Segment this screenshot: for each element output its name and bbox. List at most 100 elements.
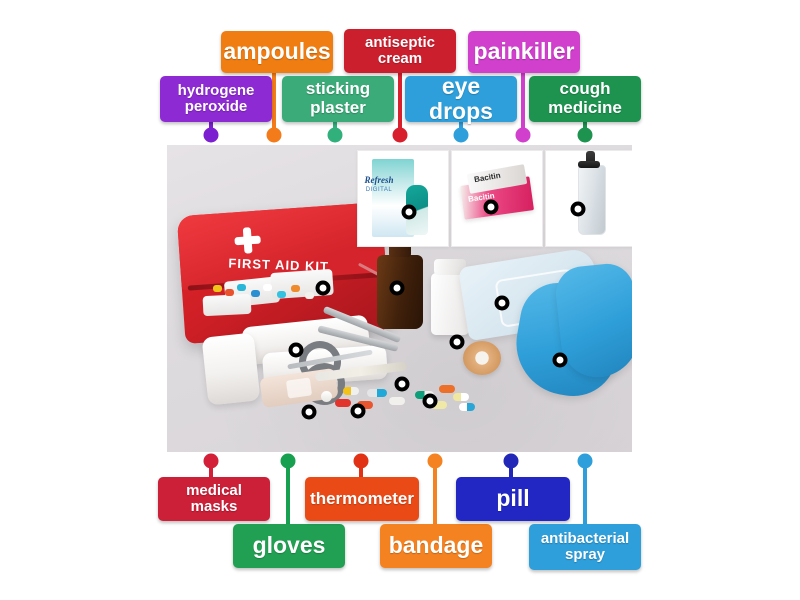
label-line2: plaster: [310, 98, 366, 117]
marker-ampoule[interactable]: [449, 334, 465, 350]
connector-dot-pill[interactable]: [503, 453, 519, 469]
eye-drops-thumbnail: Refresh DIGITAL: [357, 150, 449, 247]
marker-capsule[interactable]: [422, 393, 438, 409]
marker-pills-kit[interactable]: [315, 280, 331, 296]
capsule: [389, 397, 405, 405]
spray-nozzle: [578, 151, 600, 168]
connector-stem-pill: [509, 461, 513, 477]
label-ampoules[interactable]: ampoules: [221, 31, 333, 73]
label-painkiller[interactable]: painkiller: [468, 31, 580, 73]
eye-drops-brand: Refresh: [364, 175, 394, 185]
marker-tablet[interactable]: [350, 403, 366, 419]
connector-dot-hydrogene-peroxide[interactable]: [203, 127, 219, 143]
connector-dot-ampoules[interactable]: [266, 127, 282, 143]
eye-drops-bottle: [406, 185, 428, 235]
connector-dot-cough-medicine[interactable]: [577, 127, 593, 143]
pill-item: [225, 289, 234, 296]
pill-item: [251, 290, 260, 297]
connector-stem-medical-masks: [209, 461, 213, 477]
marker-glove[interactable]: [552, 352, 568, 368]
marker-mask[interactable]: [494, 295, 510, 311]
label-pill[interactable]: pill: [456, 477, 570, 521]
medical-cross-icon: [234, 227, 262, 255]
connector-stem-antiseptic-cream: [398, 73, 402, 135]
label-bandage[interactable]: bandage: [380, 524, 492, 568]
connector-dot-gloves[interactable]: [280, 453, 296, 469]
label-line1: medical: [186, 481, 242, 499]
antibacterial-spray-thumbnail: [545, 150, 632, 247]
marker-thermometer[interactable]: [394, 376, 410, 392]
label-line1: hydrogene: [177, 81, 255, 99]
connector-stem-painkiller: [521, 73, 525, 135]
connector-dot-eye-drops[interactable]: [453, 127, 469, 143]
label-line2: medicine: [548, 98, 622, 117]
pill-item: [291, 285, 300, 292]
marker-eye-drops[interactable]: [401, 204, 417, 220]
connector-dot-antiseptic-cream[interactable]: [392, 127, 408, 143]
marker-plaster[interactable]: [301, 404, 317, 420]
label-line1: antiseptic: [364, 33, 436, 51]
capsule: [357, 401, 373, 409]
label-line1: sticking: [305, 79, 371, 99]
label-text-bandage: bandage: [388, 532, 484, 559]
label-line2: cream: [377, 50, 423, 67]
pill-item: [237, 284, 246, 291]
label-eye-drops[interactable]: eye drops: [405, 72, 517, 124]
connector-stem-ampoules: [272, 73, 276, 135]
spray-bottle: [578, 165, 606, 235]
pill-item: [305, 292, 314, 299]
capsule: [459, 403, 475, 411]
capsule: [335, 399, 351, 407]
marker-antiseptic[interactable]: [483, 199, 499, 215]
label-thermometer[interactable]: thermometer: [305, 477, 419, 521]
label-text-gloves: gloves: [252, 532, 326, 559]
pill-item: [263, 284, 272, 291]
marker-spray[interactable]: [570, 201, 586, 217]
connector-dot-antibacterial-spray[interactable]: [577, 453, 593, 469]
tablet: [321, 391, 332, 402]
pill-item: [213, 285, 222, 292]
label-text-thermometer: thermometer: [310, 488, 414, 508]
blister-pack: [202, 293, 252, 317]
capsule: [343, 387, 359, 395]
label-line2: masks: [190, 498, 238, 515]
label-text-eye-drops: eye drops: [429, 72, 493, 124]
first-aid-kit-photo: FIRST AID KIT: [167, 145, 632, 452]
capsule: [439, 385, 455, 393]
antiseptic-cream-thumbnail: Bacitin Bacitin: [451, 150, 543, 247]
connector-dot-painkiller[interactable]: [515, 127, 531, 143]
label-text-painkiller: painkiller: [473, 38, 575, 65]
label-line1: cough: [559, 79, 611, 99]
capsule: [367, 389, 387, 397]
label-text-ampoules: ampoules: [223, 38, 331, 65]
connector-dot-medical-masks[interactable]: [203, 453, 219, 469]
connector-stem-thermometer: [359, 461, 363, 477]
marker-brown-bottle[interactable]: [389, 280, 405, 296]
connector-dot-thermometer[interactable]: [353, 453, 369, 469]
connector-stem-antibacterial-spray: [583, 461, 587, 524]
gauze-roll: [201, 332, 261, 406]
marker-bandage-roll[interactable]: [288, 342, 304, 358]
adhesive-tape-roll: [463, 341, 501, 375]
capsule: [431, 401, 447, 409]
connector-stem-bandage: [433, 461, 437, 524]
capsule: [453, 393, 469, 401]
connector-dot-bandage[interactable]: [427, 453, 443, 469]
label-line2: peroxide: [184, 98, 248, 115]
label-gloves[interactable]: gloves: [233, 524, 345, 568]
label-line1: antibacterial: [540, 529, 630, 547]
connector-dot-sticking-plaster[interactable]: [327, 127, 343, 143]
connector-stem-gloves: [286, 461, 290, 524]
